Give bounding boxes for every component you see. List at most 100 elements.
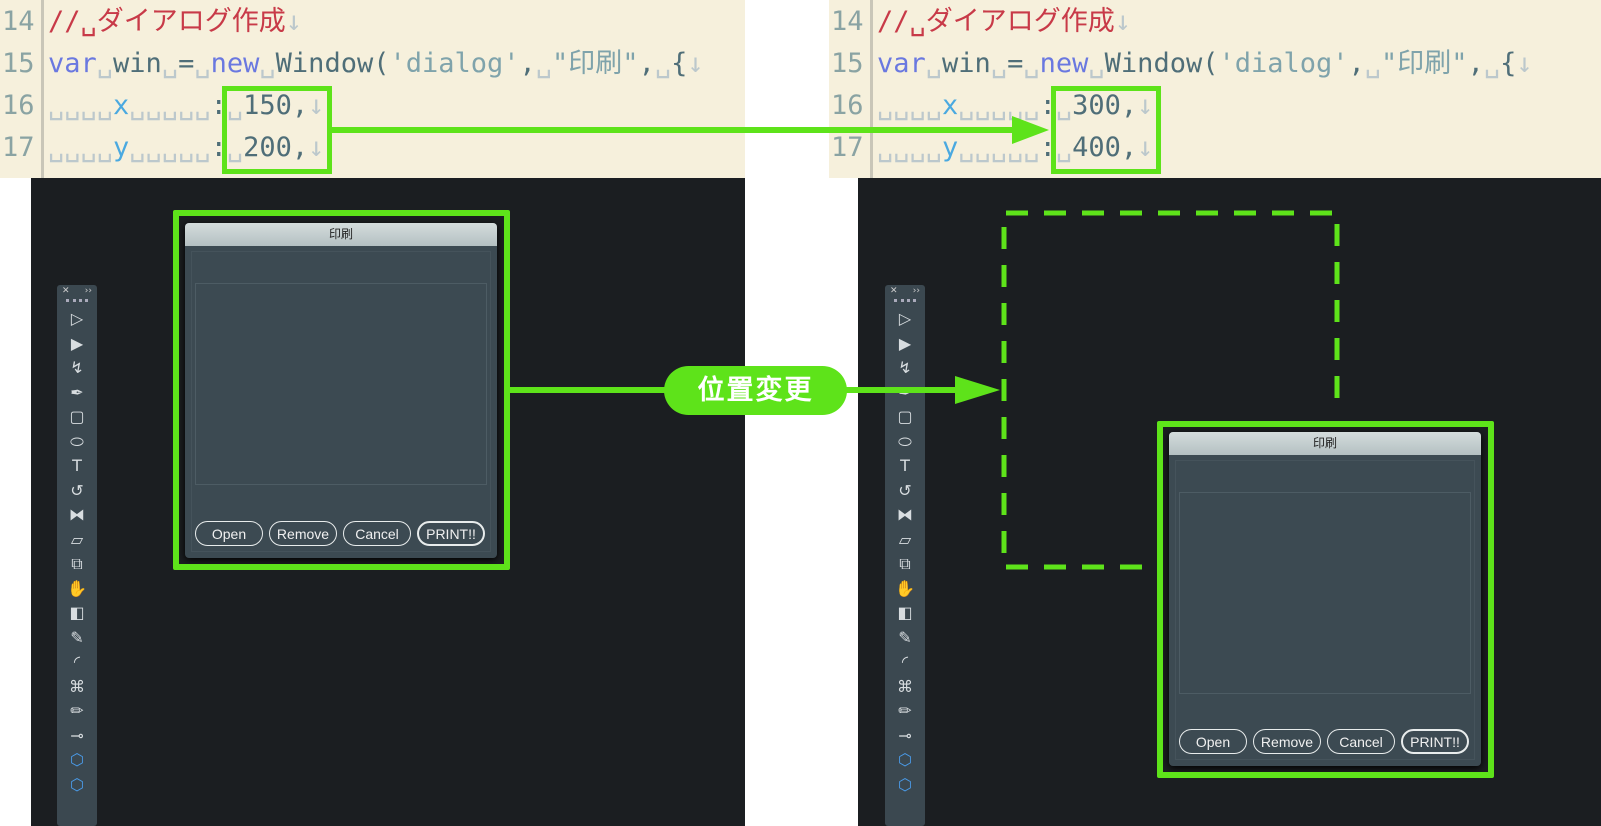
3d-cube-icon[interactable]: ⬡	[898, 774, 912, 794]
3d-select-icon[interactable]: ⬡	[70, 750, 84, 769]
property: x	[113, 90, 130, 121]
code-line-14: 14//␣ダイアログ作成↓	[829, 1, 1131, 43]
width-tool-icon[interactable]: ◜	[901, 652, 909, 671]
value: 200,	[243, 132, 309, 163]
brace: {	[1500, 48, 1517, 79]
direct-selection-tool-icon[interactable]: ▶	[70, 333, 84, 353]
dialog-title[interactable]: 印刷	[185, 223, 497, 246]
string: 'dialog'	[1218, 48, 1349, 79]
line-number: 16	[831, 90, 864, 121]
open-button[interactable]: Open	[1179, 729, 1247, 754]
highlight-dialog-original	[173, 210, 510, 570]
type-tool-icon[interactable]: T	[900, 456, 910, 475]
measure-tool-icon[interactable]: ⊸	[70, 725, 84, 745]
ellipse-tool-icon[interactable]: ⬭	[70, 431, 84, 451]
code-line-16: 16␣␣␣␣x␣␣␣␣␣:␣300,↓	[829, 85, 1153, 127]
scale-tool-icon[interactable]: ⧉	[71, 554, 83, 573]
direct-selection-tool-icon[interactable]: ▶	[898, 333, 912, 353]
comment: //␣ダイアログ作成	[877, 6, 1115, 37]
hand-tool-icon[interactable]: ✋	[67, 578, 87, 598]
position-change-label: 位置変更	[664, 366, 847, 415]
rotate-tool-icon[interactable]: ↺	[70, 480, 84, 500]
shape-builder-icon[interactable]: ◧	[897, 603, 913, 622]
width-tool-icon[interactable]: ◜	[73, 652, 81, 671]
lasso-tool-icon[interactable]: ↯	[898, 358, 912, 377]
type-tool-icon[interactable]: T	[72, 456, 82, 475]
previous-position-outline	[1001, 210, 1340, 570]
tools-panel-left: ✕›› ▷ ▶ ↯ ✒ ▢ ⬭ T ↺ ⧓ ▱ ⧉ ✋ ◧ ✎ ◜ ⌘ ✏ ⊸ …	[57, 285, 97, 826]
value-change-arrow	[332, 116, 1049, 144]
cancel-button[interactable]: Cancel	[1327, 729, 1395, 754]
line-number: 15	[831, 48, 864, 79]
highlight-old-values	[222, 86, 332, 174]
scale-tool-icon[interactable]: ⧉	[899, 554, 911, 573]
line-number: 14	[831, 6, 864, 37]
brace: {	[671, 48, 688, 79]
ellipse-tool-icon[interactable]: ⬭	[898, 431, 912, 451]
measure-tool-icon[interactable]: ⊸	[898, 725, 912, 745]
lasso-tool-icon[interactable]: ↯	[70, 358, 84, 377]
grip-handle[interactable]	[66, 299, 88, 307]
value: 150,	[243, 90, 309, 121]
pencil-tool-icon[interactable]: ✏	[70, 701, 84, 720]
shear-tool-icon[interactable]: ▱	[898, 529, 912, 549]
keyword: new	[210, 48, 260, 79]
comment: //␣ダイアログ作成	[48, 6, 286, 37]
rotate-tool-icon[interactable]: ↺	[898, 480, 912, 500]
print-button[interactable]: PRINT!!	[1401, 729, 1469, 754]
pen-tool-icon[interactable]: ✒	[70, 382, 84, 402]
value: 300,	[1072, 90, 1138, 121]
pencil-tool-icon[interactable]: ✏	[898, 701, 912, 720]
shape-builder-icon[interactable]: ◧	[69, 603, 85, 622]
curvature-tool-icon[interactable]: ✎	[70, 627, 84, 647]
3d-cube-icon[interactable]: ⬡	[70, 774, 84, 794]
selection-tool-icon[interactable]: ▷	[898, 309, 912, 328]
property: y	[942, 132, 959, 163]
print-dialog-original: 印刷 Open Remove Cancel PRINT!!	[185, 223, 497, 558]
remove-button[interactable]: Remove	[1253, 729, 1321, 754]
string: 'dialog'	[389, 48, 520, 79]
remove-button[interactable]: Remove	[269, 521, 337, 546]
line-number: 14	[2, 6, 35, 37]
close-icon[interactable]: ✕	[62, 286, 70, 296]
print-dialog-moved: 印刷 Open Remove Cancel PRINT!!	[1169, 432, 1481, 766]
3d-select-icon[interactable]: ⬡	[898, 750, 912, 769]
open-button[interactable]: Open	[195, 521, 263, 546]
dialog-panel	[1175, 460, 1475, 760]
shear-tool-icon[interactable]: ▱	[70, 529, 84, 549]
curvature-tool-icon[interactable]: ✎	[898, 627, 912, 647]
cancel-button[interactable]: Cancel	[343, 521, 411, 546]
line-number: 17	[831, 132, 864, 163]
gutter	[829, 0, 873, 178]
dialog-title[interactable]: 印刷	[1169, 432, 1481, 455]
free-transform-icon[interactable]: ⌘	[69, 676, 85, 696]
close-icon[interactable]: ✕	[890, 286, 898, 296]
highlight-dialog-moved	[1157, 421, 1494, 778]
free-transform-icon[interactable]: ⌘	[897, 676, 913, 696]
property: x	[942, 90, 959, 121]
code-line-17: 17␣␣␣␣y␣␣␣␣␣:␣400,↓	[829, 127, 1153, 169]
identifier: Window(	[1104, 48, 1219, 79]
rectangle-tool-icon[interactable]: ▢	[897, 407, 913, 426]
line-number: 16	[2, 90, 35, 121]
hand-tool-icon[interactable]: ✋	[895, 578, 915, 598]
print-button[interactable]: PRINT!!	[417, 521, 485, 546]
selection-tool-icon[interactable]: ▷	[70, 309, 84, 328]
rectangle-tool-icon[interactable]: ▢	[69, 407, 85, 426]
dialog-listbox[interactable]	[1179, 492, 1471, 694]
expand-icon[interactable]: ››	[84, 286, 92, 296]
property: y	[113, 132, 130, 163]
code-line-16: 16␣␣␣␣x␣␣␣␣␣:␣150,↓	[0, 85, 324, 127]
code-line-14: 14//␣ダイアログ作成↓	[0, 1, 302, 43]
dialog-listbox[interactable]	[195, 283, 487, 485]
expand-icon[interactable]: ››	[912, 286, 920, 296]
reflect-tool-icon[interactable]: ⧓	[69, 505, 85, 524]
identifier: Window(	[275, 48, 390, 79]
reflect-tool-icon[interactable]: ⧓	[897, 505, 913, 524]
keyword: new	[1039, 48, 1089, 79]
grip-handle[interactable]	[894, 299, 916, 307]
operator: =	[1007, 48, 1024, 79]
